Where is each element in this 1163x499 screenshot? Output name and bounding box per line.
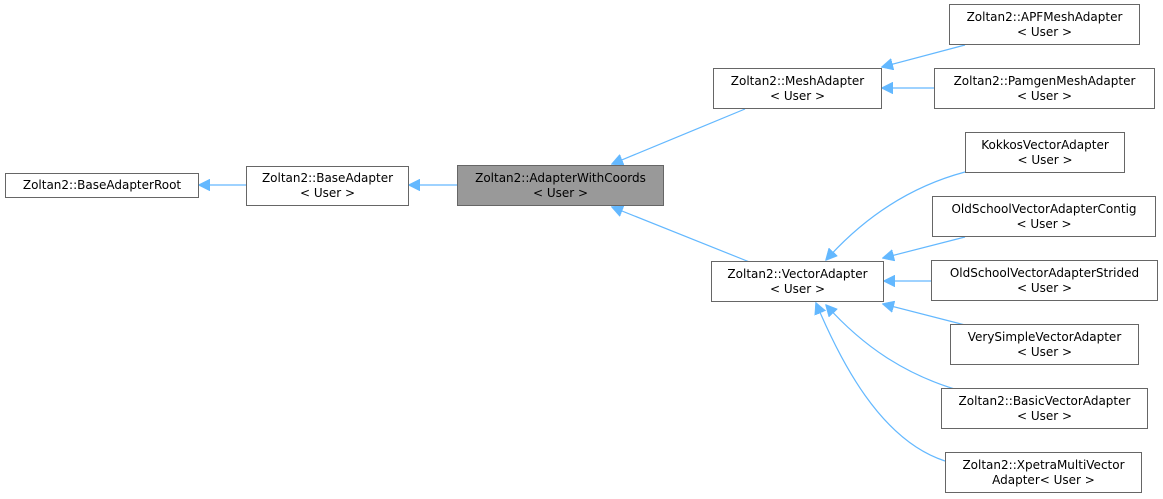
node-label: OldSchoolVectorAdapterStrided — [949, 265, 1140, 280]
node-xpetra-multi-vector-adapter[interactable]: Zoltan2::XpetraMultiVector Adapter< User… — [945, 452, 1142, 493]
node-template-label: < User > — [1016, 24, 1073, 39]
node-template-label: < User > — [1016, 344, 1073, 359]
node-mesh-adapter[interactable]: Zoltan2::MeshAdapter < User > — [713, 68, 882, 109]
node-template-label: < User > — [1016, 408, 1073, 423]
node-label: KokkosVectorAdapter — [981, 137, 1109, 152]
node-label: Zoltan2::BaseAdapterRoot — [22, 178, 182, 192]
node-label: Zoltan2::BasicVectorAdapter — [958, 393, 1131, 408]
edge-vector-adapter-to-adapter-with-coords — [612, 207, 753, 264]
node-base-adapter[interactable]: Zoltan2::BaseAdapter < User > — [246, 166, 409, 206]
node-label: Zoltan2::PamgenMeshAdapter — [953, 73, 1136, 88]
node-template-label: < User > — [769, 88, 826, 103]
node-template-label: < User > — [1016, 88, 1073, 103]
node-kokkos-vector-adapter[interactable]: KokkosVectorAdapter < User > — [965, 132, 1125, 173]
node-label: Zoltan2::BaseAdapter — [261, 171, 394, 185]
node-label: Zoltan2::AdapterWithCoords — [475, 170, 646, 185]
node-template-label: Adapter< User > — [992, 472, 1095, 487]
node-label: OldSchoolVectorAdapterContig — [951, 201, 1137, 216]
edge-xpetra-to-vector-adapter — [816, 303, 946, 462]
edge-contig-to-vector-adapter — [883, 236, 966, 258]
node-label: Zoltan2::APFMeshAdapter — [966, 9, 1123, 24]
node-template-label: < User > — [1016, 216, 1072, 231]
node-apf-mesh-adapter[interactable]: Zoltan2::APFMeshAdapter < User > — [949, 4, 1140, 45]
node-base-adapter-root[interactable]: Zoltan2::BaseAdapterRoot — [5, 173, 199, 198]
node-very-simple-vector-adapter[interactable]: VerySimpleVectorAdapter < User > — [950, 324, 1139, 365]
node-vector-adapter[interactable]: Zoltan2::VectorAdapter < User > — [711, 261, 884, 302]
edge-kokkos-to-vector-adapter — [826, 171, 966, 260]
node-basic-vector-adapter[interactable]: Zoltan2::BasicVectorAdapter < User > — [941, 388, 1148, 429]
node-oldschool-vector-adapter-strided[interactable]: OldSchoolVectorAdapterStrided < User > — [931, 260, 1158, 301]
node-pamgen-mesh-adapter[interactable]: Zoltan2::PamgenMeshAdapter < User > — [934, 68, 1155, 109]
node-adapter-with-coords-current: Zoltan2::AdapterWithCoords < User > — [457, 165, 664, 206]
edge-mesh-adapter-to-adapter-with-coords — [612, 108, 746, 164]
node-label: Zoltan2::VectorAdapter — [727, 266, 868, 281]
node-template-label: < User > — [769, 281, 826, 296]
edge-basic-to-vector-adapter — [826, 305, 966, 393]
node-template-label: < User > — [299, 186, 356, 200]
node-template-label: < User > — [532, 185, 589, 200]
node-label: VerySimpleVectorAdapter — [967, 329, 1122, 344]
edge-very-simple-to-vector-adapter — [883, 304, 966, 326]
node-label: Zoltan2::MeshAdapter — [730, 73, 865, 88]
node-template-label: < User > — [1017, 152, 1073, 167]
node-template-label: < User > — [1016, 280, 1073, 295]
node-oldschool-vector-adapter-contig[interactable]: OldSchoolVectorAdapterContig < User > — [932, 196, 1156, 237]
node-label: Zoltan2::XpetraMultiVector — [962, 457, 1125, 472]
edge-apf-to-mesh-adapter — [882, 44, 966, 67]
